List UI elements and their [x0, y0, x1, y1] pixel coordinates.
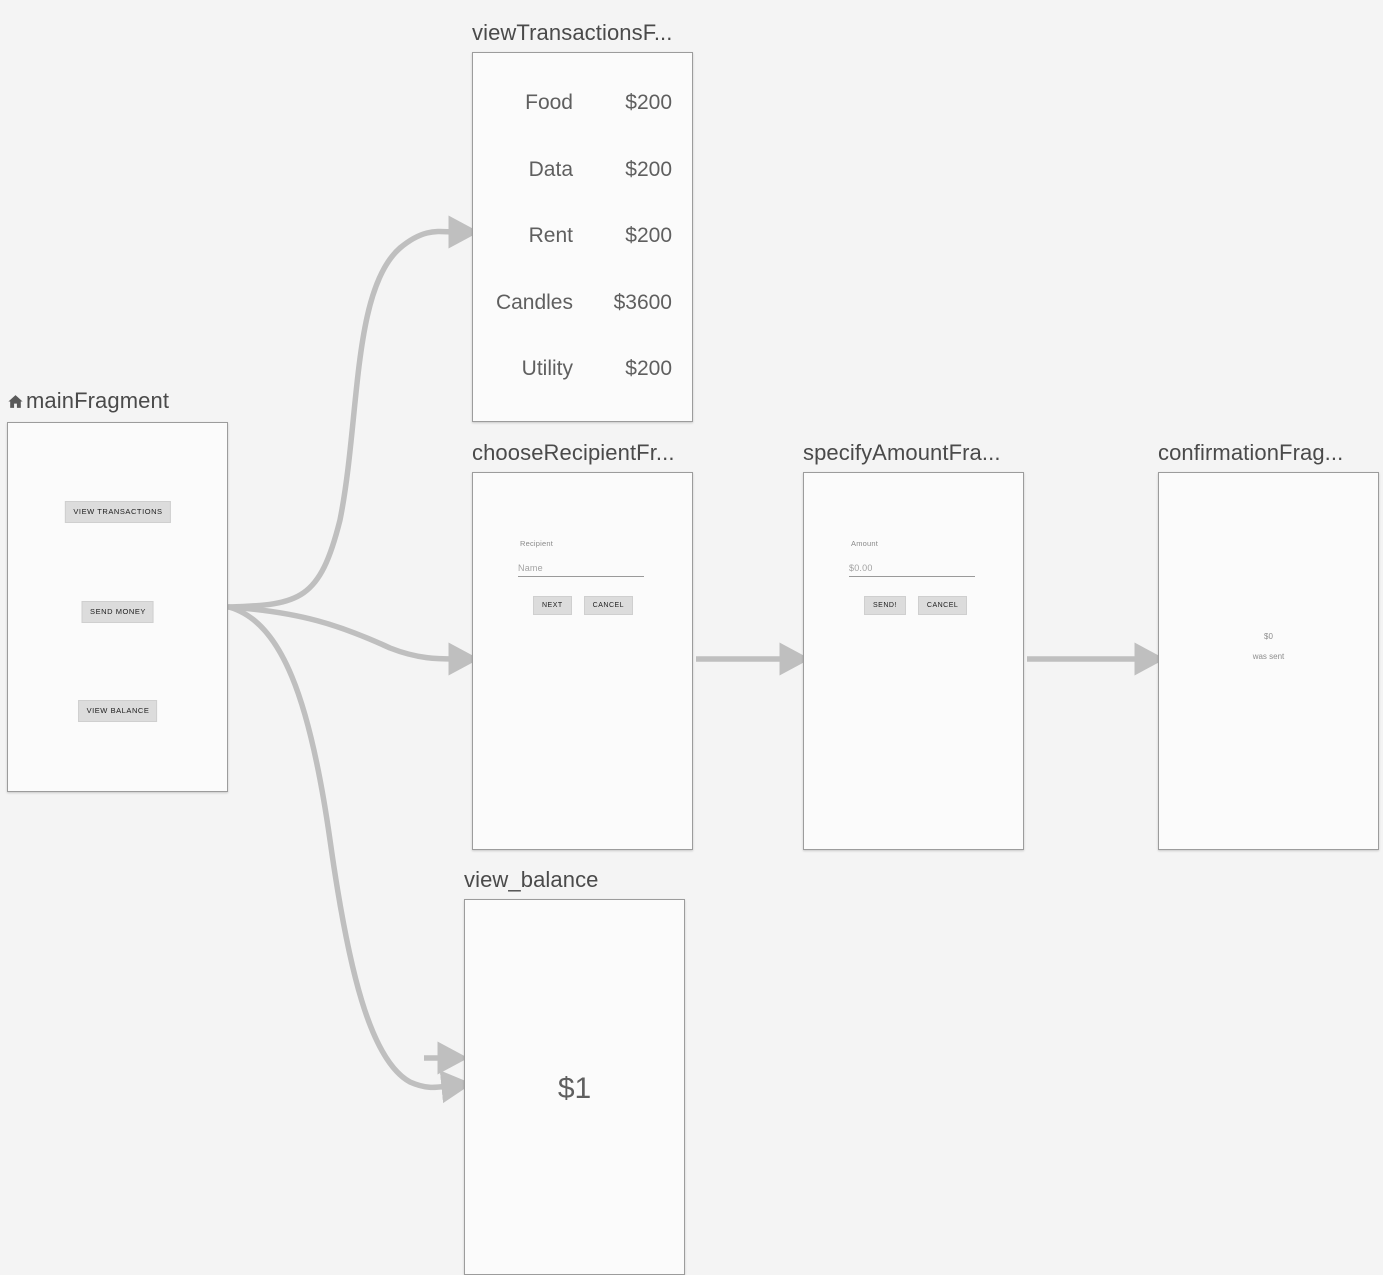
confirmation-amount: $0	[1264, 632, 1273, 641]
list-item: Utility $200	[473, 357, 692, 421]
send-button[interactable]: SEND!	[864, 596, 906, 615]
node-confirmation-fragment[interactable]: confirmationFrag... $0 was sent	[1158, 440, 1379, 850]
choose-recipient-screen[interactable]: Recipient Name NEXT CANCEL	[472, 472, 693, 850]
transaction-label: Food	[525, 91, 573, 114]
edge-main-to-transactions	[226, 215, 480, 610]
transaction-label: Rent	[528, 224, 573, 247]
transaction-label: Data	[528, 157, 573, 181]
view-transactions-screen[interactable]: Food $200 Data $200 Rent $200 Candles $3…	[472, 52, 693, 422]
transaction-amount: $200	[625, 157, 672, 181]
confirmation-message-block: $0 was sent	[1159, 633, 1378, 661]
node-view-balance[interactable]: view_balance $1	[464, 867, 685, 1275]
list-item: Candles $3600	[473, 291, 692, 358]
node-specify-amount-fragment[interactable]: specifyAmountFra... Amount $0.00 SEND! C…	[803, 440, 1024, 850]
home-icon	[7, 390, 24, 416]
list-item: Rent $200	[473, 224, 692, 291]
node-main-fragment[interactable]: mainFragment VIEW TRANSACTIONS SEND MONE…	[7, 388, 228, 792]
node-view-transactions-fragment[interactable]: viewTransactionsF... Food $200 Data $200…	[472, 20, 693, 422]
node-choose-recipient-fragment[interactable]: chooseRecipientFr... Recipient Name NEXT…	[472, 440, 693, 850]
node-title-main-fragment: mainFragment	[7, 388, 169, 416]
view-balance-button[interactable]: VIEW BALANCE	[77, 700, 158, 722]
amount-field-label: Amount	[851, 539, 879, 548]
specify-amount-screen[interactable]: Amount $0.00 SEND! CANCEL	[803, 472, 1024, 850]
recipient-field-label: Recipient	[520, 539, 554, 548]
transaction-amount: $200	[625, 91, 672, 114]
view-balance-screen[interactable]: $1	[464, 899, 685, 1275]
node-title-specify-amount-fragment: specifyAmountFra...	[803, 440, 1001, 465]
transaction-amount: $200	[625, 224, 672, 247]
amount-input[interactable]: $0.00	[849, 563, 975, 577]
list-item: Data $200	[473, 158, 692, 225]
transactions-list: Food $200 Data $200 Rent $200 Candles $3…	[473, 91, 692, 421]
list-item: Food $200	[473, 91, 692, 158]
edge-main-to-recipient	[226, 604, 480, 676]
node-title-choose-recipient-fragment: chooseRecipientFr...	[472, 440, 675, 465]
node-title-view-balance: view_balance	[464, 867, 599, 892]
transaction-amount: $200	[625, 357, 672, 380]
confirmation-message: was sent	[1252, 652, 1285, 661]
send-money-button[interactable]: SEND MONEY	[81, 601, 154, 623]
next-button[interactable]: NEXT	[533, 596, 572, 615]
node-title-text: mainFragment	[26, 388, 170, 413]
cancel-button[interactable]: CANCEL	[917, 596, 968, 615]
recipient-name-input[interactable]: Name	[518, 563, 644, 577]
node-title-view-transactions-fragment: viewTransactionsF...	[472, 20, 673, 45]
view-transactions-button[interactable]: VIEW TRANSACTIONS	[64, 501, 171, 523]
confirmation-screen[interactable]: $0 was sent	[1158, 472, 1379, 850]
cancel-button[interactable]: CANCEL	[583, 596, 634, 615]
main-fragment-screen[interactable]: VIEW TRANSACTIONS SEND MONEY VIEW BALANC…	[7, 422, 228, 792]
transaction-amount: $3600	[613, 290, 672, 314]
transaction-label: Candles	[495, 290, 573, 314]
amount-actions: SEND! CANCEL	[864, 596, 968, 615]
transaction-label: Utility	[521, 357, 573, 380]
balance-amount: $1	[557, 1072, 592, 1105]
edge-main-to-balance	[226, 604, 473, 1104]
node-title-confirmation-fragment: confirmationFrag...	[1158, 440, 1344, 465]
recipient-actions: NEXT CANCEL	[533, 596, 634, 615]
